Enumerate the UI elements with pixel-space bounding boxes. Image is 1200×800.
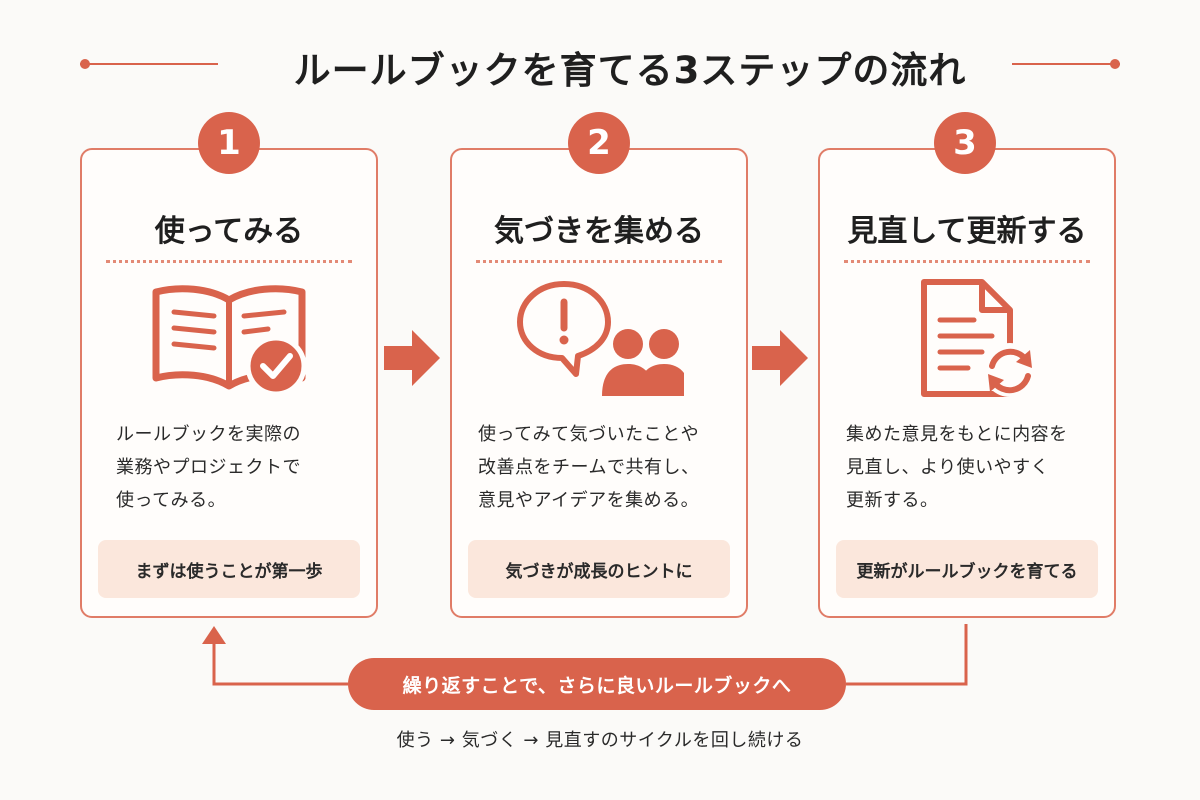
step-badge-1: 1 [198, 112, 260, 174]
step-badge-2: 2 [568, 112, 630, 174]
step-tag: 更新がルールブックを育てる [836, 540, 1098, 598]
dotted-divider [844, 260, 1090, 263]
title-area: ルールブックを育てる3ステップの流れ [80, 34, 1120, 94]
step-badge-3: 3 [934, 112, 996, 174]
arrow-right-icon [384, 330, 440, 386]
step-title: 気づきを集める [494, 214, 704, 249]
step-tag: 気づきが成長のヒントに [468, 540, 730, 598]
step-title: 使ってみる [154, 214, 304, 249]
step-tag: まずは使うことが第一歩 [98, 540, 360, 598]
loop-arrowhead-icon [202, 626, 226, 644]
speech-bubble-people-icon [517, 281, 684, 396]
title-dot-right [1110, 59, 1120, 69]
open-book-check-icon [152, 285, 307, 397]
step-description: 使ってみて気づいたことや 改善点をチームで共有し、 意見やアイデアを集める。 [478, 424, 700, 511]
step-card-1: 使ってみる ルールブックを実際の 業務やプロジェクトで 使ってみる。 まずは使う… [80, 148, 378, 618]
page-title: ルールブックを育てる3ステップの流れ [293, 49, 967, 92]
document-refresh-icon [921, 279, 1037, 397]
dotted-divider [106, 260, 352, 263]
step-description: ルールブックを実際の 業務やプロジェクトで 使ってみる。 [116, 424, 301, 511]
title-rule-right [1012, 63, 1120, 65]
step-card-3: 見直して更新する 集めた意見をもとに内容を 見直し、より使いやすく 更新する。 … [818, 148, 1116, 618]
loop-label: 繰り返すことで、さらに良いルールブックへ [348, 658, 846, 710]
title-rule-left [80, 63, 218, 65]
loop-path [212, 624, 968, 686]
arrow-right-icon [752, 330, 808, 386]
step-title: 見直して更新する [847, 214, 1087, 249]
step-description: 集めた意見をもとに内容を 見直し、より使いやすく 更新する。 [846, 424, 1068, 511]
step-card-2: 気づきを集める 使ってみて気づいたことや 改善点をチームで共有し、 意見やアイデ… [450, 148, 748, 618]
title-dot-left [80, 59, 90, 69]
dotted-divider [476, 260, 722, 263]
cycle-caption: 使う → 気づく → 見直すのサイクルを回し続ける [396, 730, 804, 751]
